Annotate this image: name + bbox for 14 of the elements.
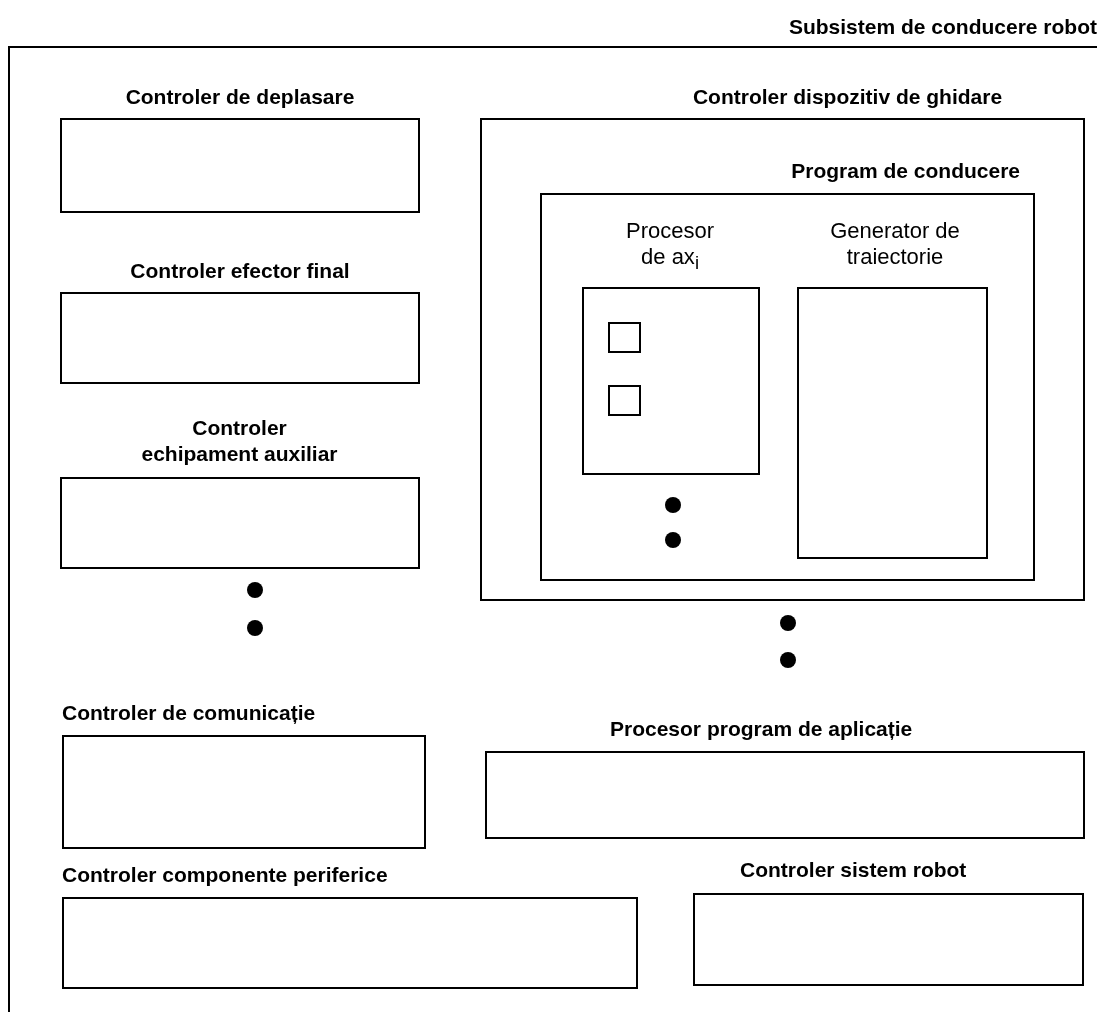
- module-title: Procesor de ax$_{i}$: [624, 218, 715, 276]
- module-title: Controler dispozitiv de ghidare: [691, 84, 1004, 110]
- module-title: Controler de comunicație: [62, 700, 317, 726]
- module-title: Generator de traiectorie: [829, 218, 961, 270]
- module-title: Controler sistem robot: [740, 857, 968, 883]
- module-title: Subsistem de conducere robot: [787, 14, 1097, 40]
- module-title: Controler efector final: [129, 258, 351, 284]
- module-title: Procesor program de aplicație: [610, 716, 914, 742]
- module-title: Program de conducere: [790, 158, 1020, 184]
- empty-square: [608, 322, 641, 353]
- module-title: Controler componente periferice: [62, 862, 389, 888]
- empty-square: [608, 385, 641, 416]
- module-title: Controler echipament auxiliar: [140, 415, 339, 467]
- module-title: Controler de deplasare: [124, 84, 356, 110]
